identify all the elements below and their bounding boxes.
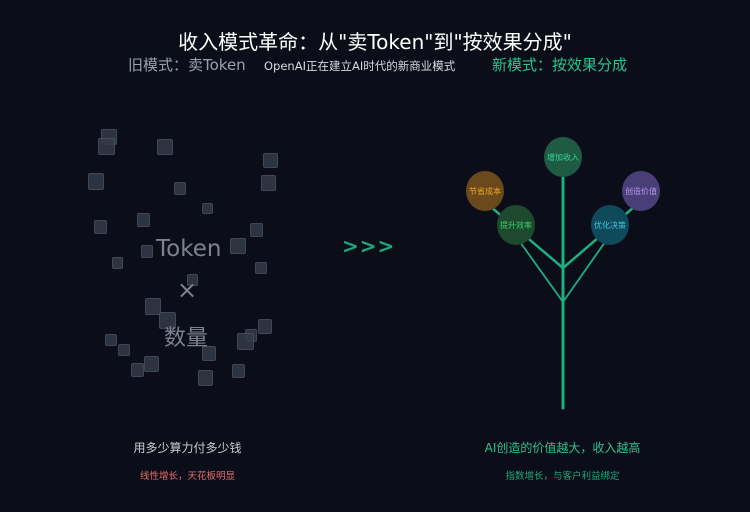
old-model-label: 旧模式：卖Token	[128, 56, 246, 74]
arrows-icon: >>>	[342, 234, 396, 258]
node-optimize-decision: 优化决策	[591, 205, 629, 245]
new-model-caption: AI创造的价值越大，收入越高	[484, 441, 641, 455]
new-model-label: 新模式：按效果分成	[492, 56, 628, 74]
token-word: Token	[156, 236, 222, 262]
node-increase-revenue: 增加收入	[544, 137, 582, 177]
old-model-caption: 用多少算力付多少钱	[133, 441, 242, 455]
old-model-subcaption: 线性增长，天花板明显	[139, 471, 235, 482]
description: OpenAI正在建立AI时代的新商业模式	[264, 59, 456, 73]
times-icon: ×	[177, 276, 198, 304]
node-create-value: 创造价值	[622, 171, 660, 211]
node-improve-efficiency: 提升效率	[497, 205, 535, 245]
node-save-cost: 节省成本	[466, 171, 504, 211]
new-model-subcaption: 指数增长，与客户利益绑定	[505, 471, 620, 482]
page-title: 收入模式革命：从"卖Token"到"按效果分成"	[178, 30, 572, 54]
quantity-word: 数量	[164, 326, 209, 351]
